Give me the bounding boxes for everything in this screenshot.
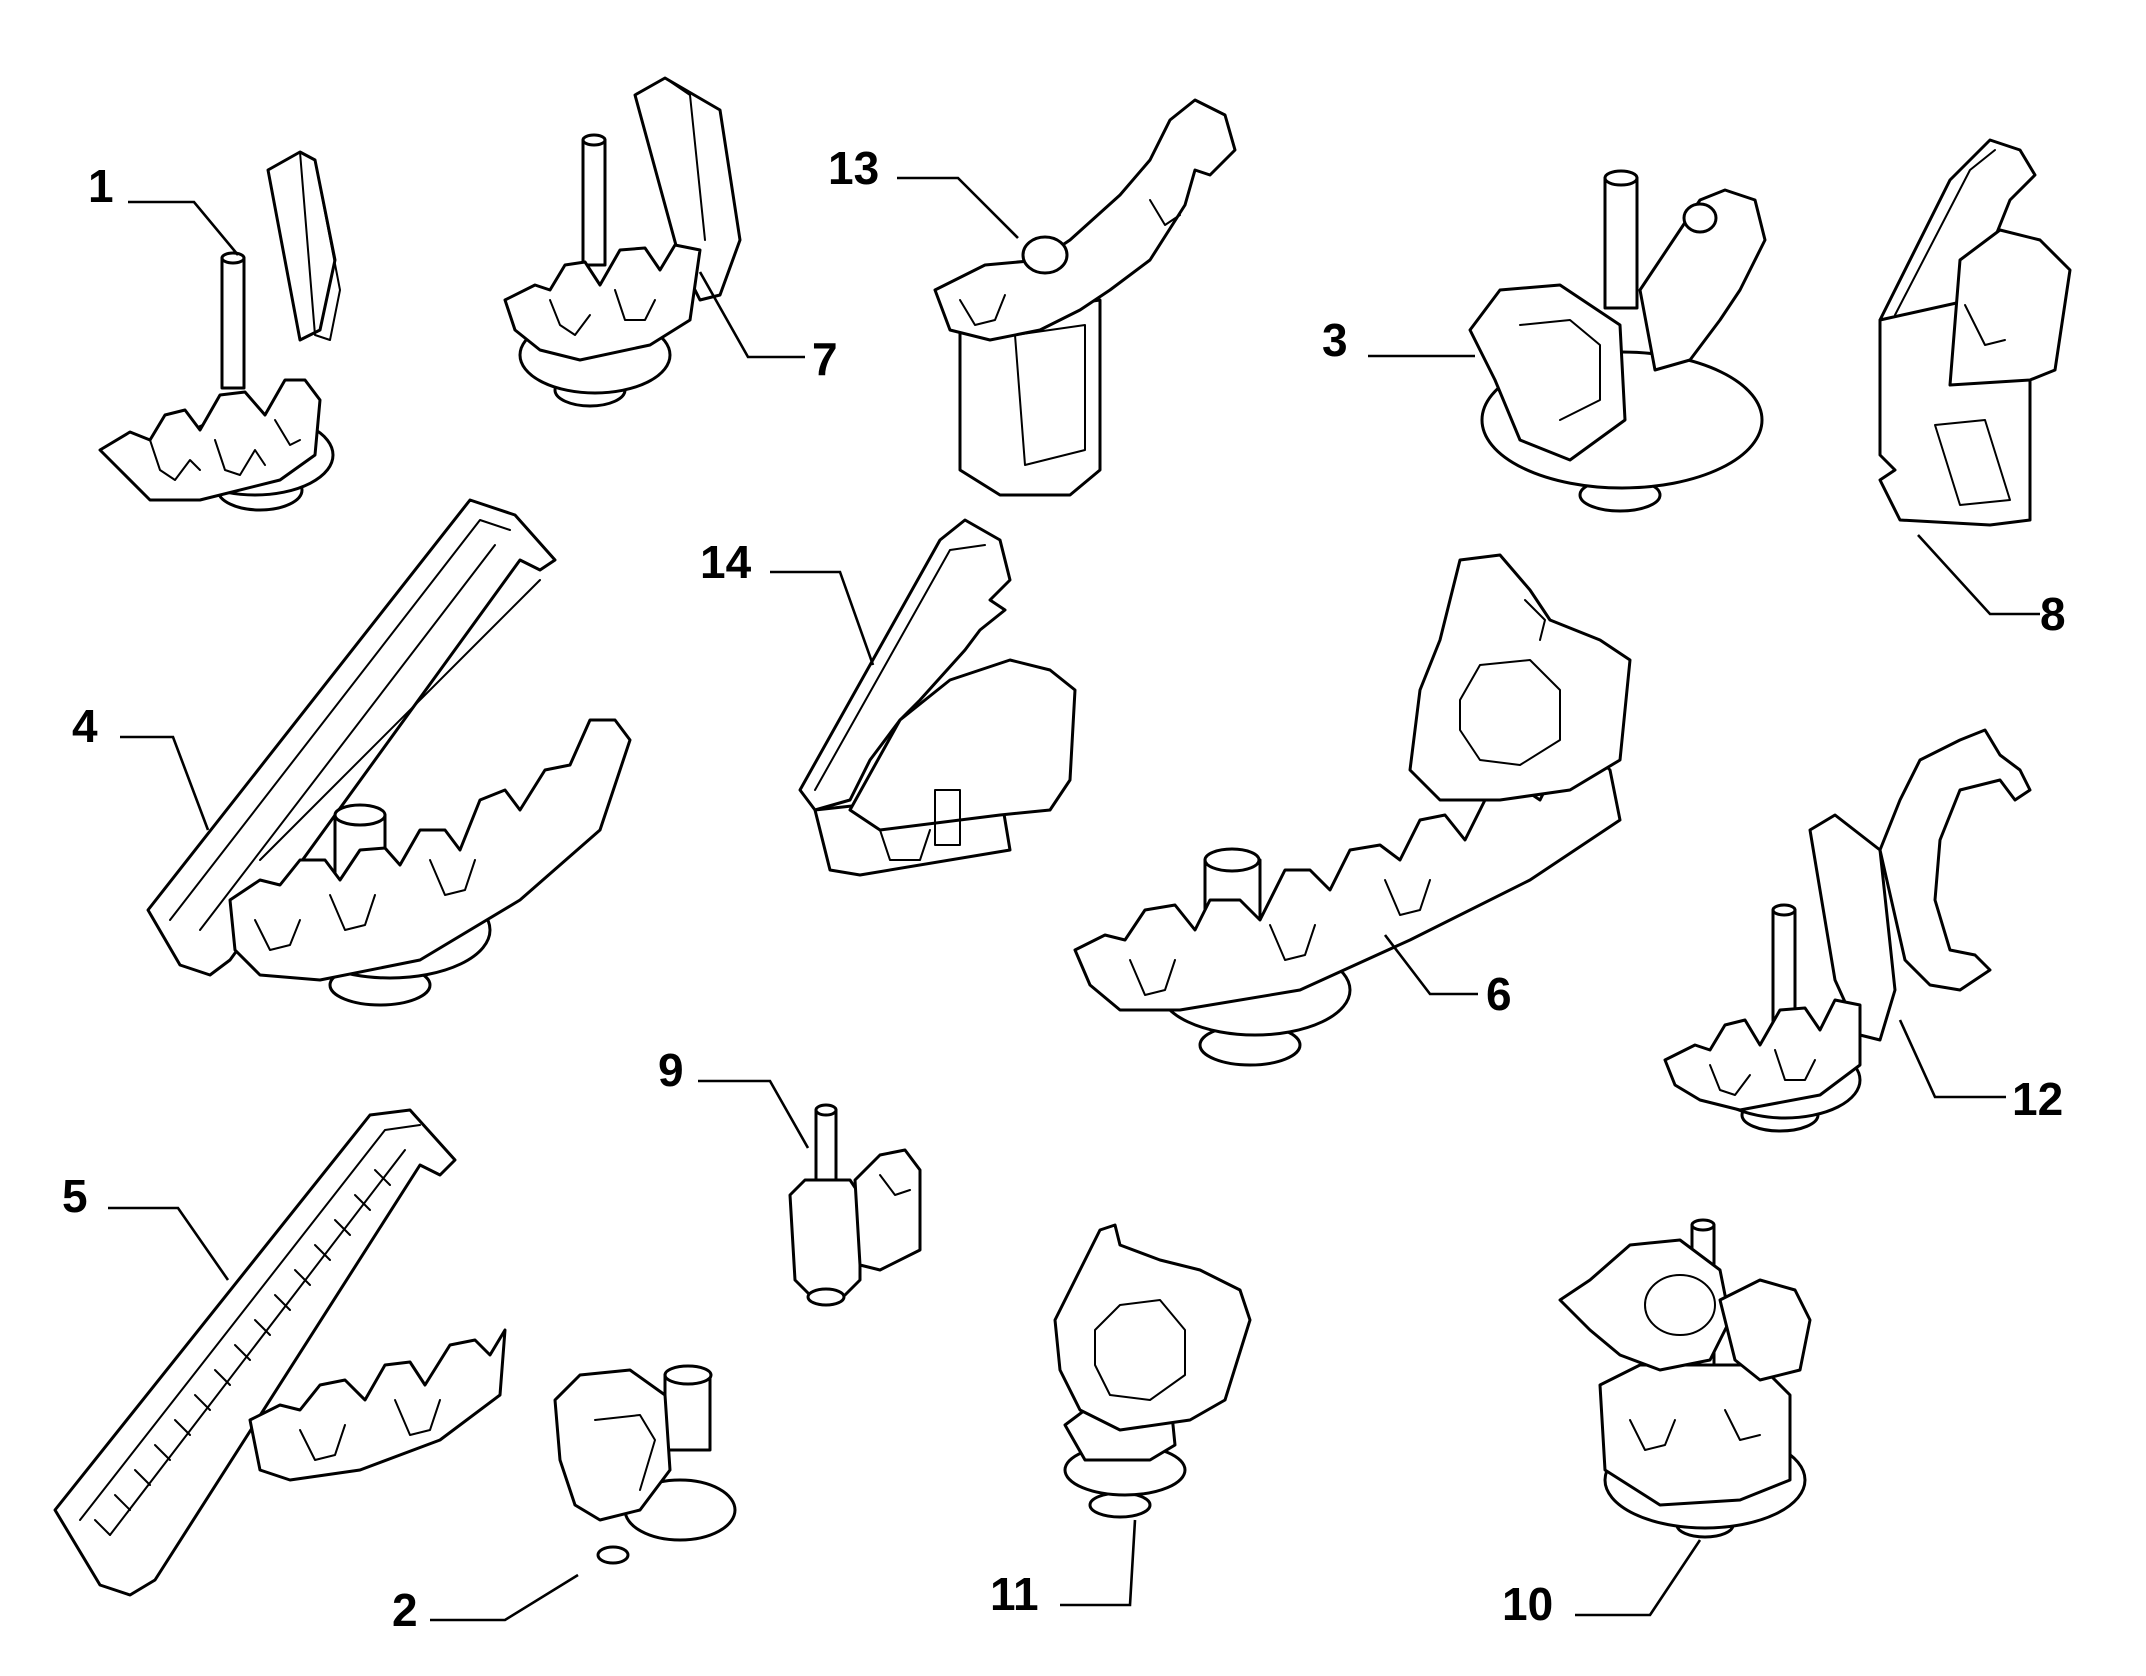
callout-14: 14	[700, 536, 752, 588]
callout-labels: 1 7 13 3 8 4 14 6 12 9 5 2 11 10	[62, 142, 2066, 1636]
callout-3: 3	[1322, 314, 1348, 366]
leader-1	[128, 200, 240, 256]
part-8-drawing	[1878, 138, 2072, 527]
part-2-drawing	[553, 1364, 737, 1565]
part-12-drawing	[1663, 728, 2032, 1133]
leader-11	[1060, 1519, 1137, 1607]
callout-2: 2	[392, 1584, 418, 1636]
part-9-drawing	[788, 1103, 922, 1307]
callout-13: 13	[828, 142, 879, 194]
callout-1: 1	[88, 160, 114, 212]
part-7-drawing	[503, 76, 742, 408]
leader-12	[1898, 1019, 2006, 1099]
part-6-drawing	[1073, 553, 1632, 1067]
callout-4: 4	[72, 700, 98, 752]
leader-13	[897, 176, 1019, 239]
leader-9	[698, 1079, 810, 1149]
callout-11: 11	[990, 1568, 1039, 1620]
part-11-drawing	[1053, 1223, 1252, 1519]
part-1-drawing	[98, 150, 341, 512]
leader-lines	[108, 176, 2040, 1622]
leader-7	[698, 271, 805, 359]
part-10-drawing	[1558, 1218, 1812, 1539]
callout-7: 7	[812, 333, 838, 385]
part-3-drawing	[1468, 169, 1767, 513]
part-5-drawing	[53, 1108, 507, 1597]
leader-8	[1917, 534, 2040, 616]
callout-8: 8	[2040, 588, 2066, 640]
leader-5	[108, 1206, 230, 1281]
part-14-drawing	[798, 518, 1077, 877]
callout-12: 12	[2012, 1073, 2063, 1125]
callout-5: 5	[62, 1170, 88, 1222]
leader-4	[120, 735, 210, 831]
leader-14	[770, 570, 875, 666]
part-13-drawing	[933, 98, 1237, 497]
part-4-drawing	[146, 498, 632, 1007]
callout-10: 10	[1502, 1578, 1553, 1630]
leader-10	[1575, 1539, 1702, 1617]
leader-6	[1383, 934, 1478, 996]
leader-2	[430, 1573, 579, 1622]
callout-6: 6	[1486, 968, 1512, 1020]
callout-9: 9	[658, 1044, 684, 1096]
